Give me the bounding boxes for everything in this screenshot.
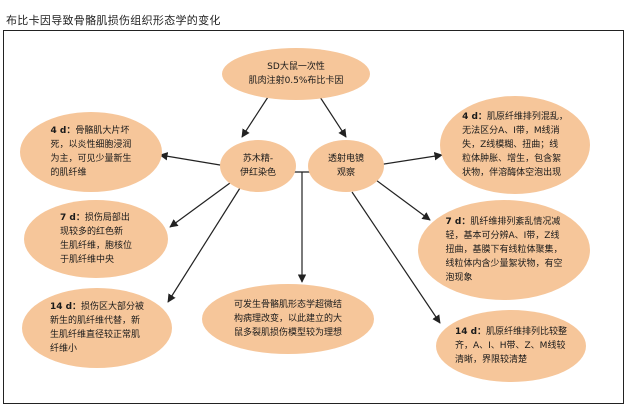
node-tem-14d-day: 14 d：	[454, 327, 487, 337]
arrow-tem-to-14d	[351, 191, 441, 324]
node-he-14d: 14 d：损伤区大部分被 新生的肌纤维代替，新 生肌纤维直径较正常肌 纤维小	[22, 288, 172, 368]
node-tem-4d: 4 d：肌原纤维排列混乱， 无法区分A、I带，M线消 失，Z线模糊、扭曲；线 粒…	[440, 96, 590, 194]
node-tem: 透射电镜 观察	[308, 140, 384, 192]
node-he-4d-line-3: 为主，可见少量新生	[50, 154, 132, 164]
node-root: SD大鼠一次性 肌肉注射0.5%布比卡因	[222, 48, 370, 100]
node-he-14d-line-1: 损伤区大部分被	[81, 302, 145, 312]
node-tem-14d-line-3: 清晰，界限较清楚	[454, 355, 527, 365]
node-he-4d-line-1: 骨骼肌大片坏	[75, 126, 130, 136]
node-tem-7d-line-1: 肌纤维排列紊乱情况减	[470, 217, 561, 227]
node-root-line-1: SD大鼠一次性	[267, 62, 325, 72]
arrow-he-to-4d	[159, 152, 227, 167]
diagram-border	[3, 30, 624, 404]
node-tem-7d: 7 d：肌纤维排列紊乱情况减 轻，基本可分辨A、I带，Z线 扭曲，基膜下有线粒体…	[418, 200, 590, 300]
node-tem-14d-line-1: 肌原纤维排列比较整	[486, 327, 568, 337]
node-tem-line-2: 观察	[336, 168, 355, 178]
node-he-14d-line-2: 新生的肌纤维代替，新	[49, 316, 140, 326]
arrow-he-to-14d	[167, 187, 241, 303]
node-tem-14d-line-2: 齐，A、I、H带、Z、M线较	[454, 341, 566, 351]
node-he-stain: 苏木精- 伊红染色	[220, 140, 296, 192]
node-he-7d-line-1: 损伤局部出	[84, 213, 130, 223]
node-conclusion-line-2: 构病理改变，以此建立的大	[233, 314, 342, 324]
node-he-7d-line-2: 现较多的红色新	[59, 227, 123, 237]
node-conclusion-line-1: 可发生骨骼肌形态学超微结	[233, 300, 342, 310]
arrow-root-to-tem	[319, 96, 347, 138]
node-he-14d-day: 14 d：	[49, 302, 82, 312]
node-he-14d-line-3: 生肌纤维直径较正常肌	[49, 330, 140, 340]
arrow-tem-to-7d	[375, 179, 431, 221]
arrow-he-to-7d	[169, 182, 231, 228]
node-tem-4d-day: 4 d：	[462, 112, 487, 122]
node-tem-7d-line-5: 泡现象	[445, 273, 473, 283]
node-tem-4d-line-4: 粒体肿胀、增生，包含絮	[462, 154, 562, 164]
node-he-7d: 7 d：损伤局部出 现较多的红色新 生肌纤维，胞核位 于肌纤维中央	[24, 200, 168, 278]
node-root-line-2: 肌肉注射0.5%布比卡因	[248, 76, 344, 86]
node-he-4d-line-2: 死，以炎性细胞浸润	[50, 140, 132, 150]
node-he-line-2: 伊红染色	[239, 168, 276, 178]
node-tem-4d-line-3: 失，Z线模糊、扭曲；线	[462, 140, 559, 150]
node-tem-7d-day: 7 d：	[445, 217, 471, 227]
node-tem-4d-line-5: 状物，伴溶酶体空泡出现	[462, 168, 562, 178]
node-tem-14d: 14 d：肌原纤维排列比较整 齐，A、I、H带、Z、M线较 清晰，界限较清楚	[436, 310, 586, 382]
node-he-7d-line-4: 于肌纤维中央	[59, 255, 114, 265]
node-tem-7d-line-2: 轻，基本可分辨A、I带，Z线	[445, 231, 560, 241]
diagram-title: 布比卡因导致骨骼肌损伤组织形态学的变化	[6, 14, 221, 27]
node-tem-4d-line-1: 肌原纤维排列混乱，	[486, 112, 568, 122]
arrow-root-to-he	[241, 96, 269, 138]
node-tem-line-1: 透射电镜	[327, 154, 364, 164]
node-he-14d-line-4: 纤维小	[49, 344, 77, 354]
node-tem-7d-line-4: 线粒体内含少量絮状物，有空	[445, 259, 563, 269]
arrow-tem-to-4d	[377, 152, 443, 166]
node-he-4d-day: 4 d：	[50, 126, 76, 136]
node-tem-7d-line-3: 扭曲，基膜下有线粒体聚集，	[445, 245, 563, 255]
node-he-7d-day: 7 d：	[59, 213, 85, 223]
node-he-4d-line-4: 的肌纤维	[50, 168, 87, 178]
node-conclusion-line-3: 鼠多裂肌损伤模型较为理想	[233, 328, 342, 338]
node-conclusion: 可发生骨骼肌形态学超微结 构病理改变，以此建立的大 鼠多裂肌损伤模型较为理想	[202, 284, 374, 354]
node-he-7d-line-3: 生肌纤维，胞核位	[59, 241, 132, 251]
node-tem-4d-line-2: 无法区分A、I带，M线消	[462, 126, 560, 136]
node-he-line-1: 苏木精-	[242, 154, 274, 164]
node-he-4d: 4 d：骨骼肌大片坏 死，以炎性细胞浸润 为主，可见少量新生 的肌纤维	[20, 112, 162, 192]
